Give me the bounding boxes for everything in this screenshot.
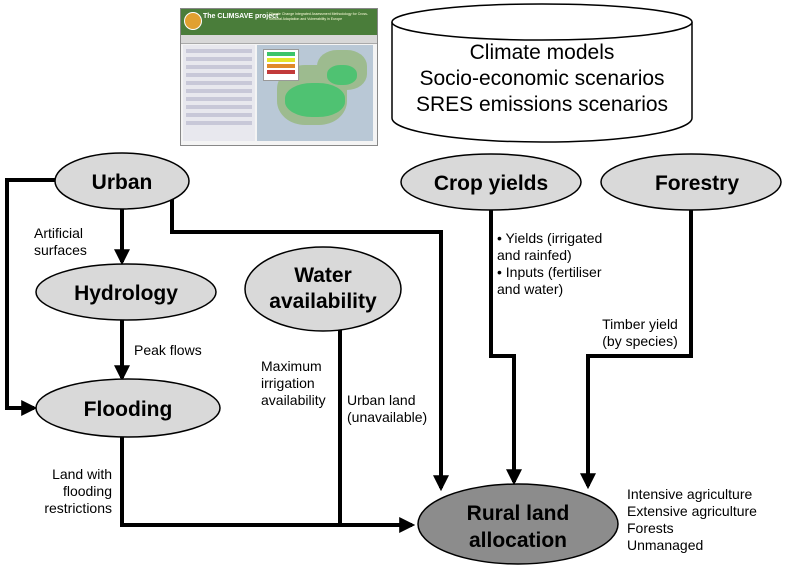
arrow-urban-flooding bbox=[5, 178, 55, 416]
node-rural-label-line2: allocation bbox=[469, 529, 567, 552]
node-hydrology bbox=[35, 263, 217, 321]
arrow-urban-rural bbox=[170, 198, 449, 492]
screenshot-subtitle: Climate Change Integrated Assessment Met… bbox=[269, 12, 369, 21]
data-source-cylinder bbox=[391, 3, 693, 143]
data-source-line: SRES emissions scenarios bbox=[415, 93, 669, 116]
screenshot-title: The CLIMSAVE project bbox=[203, 13, 279, 20]
screenshot-map-legend bbox=[263, 49, 299, 81]
node-forestry-label: Forestry bbox=[655, 172, 739, 195]
node-crop-label: Crop yields bbox=[434, 172, 548, 195]
climsave-screenshot: The CLIMSAVE project Climate Change Inte… bbox=[180, 8, 378, 146]
label-urban-land: Urban land (unavailable) bbox=[347, 392, 428, 425]
node-water-label-line2: availability bbox=[269, 290, 377, 313]
label-yields-inputs: • Yields (irrigated and rainfed) • Input… bbox=[497, 230, 603, 297]
node-hydrology-label: Hydrology bbox=[74, 282, 178, 305]
node-forestry bbox=[600, 153, 782, 211]
node-rural-label-line1: Rural land bbox=[467, 502, 570, 525]
arrow-forestry-rural bbox=[580, 210, 693, 490]
data-source-line: Socio-economic scenarios bbox=[419, 67, 665, 90]
label-timber-yield: Timber yield (by species) bbox=[602, 316, 678, 349]
screenshot-toolbar bbox=[181, 35, 377, 44]
node-urban bbox=[54, 152, 190, 210]
node-flooding-label: Flooding bbox=[84, 398, 173, 421]
node-water-availability bbox=[244, 246, 402, 332]
label-peak-flows: Peak flows bbox=[134, 342, 202, 358]
arrow-crop-rural bbox=[489, 210, 522, 486]
label-land-use-outputs: Intensive agriculture Extensive agricult… bbox=[627, 486, 757, 553]
label-land-with-flooding: Land with flooding restrictions bbox=[44, 466, 112, 516]
label-maximum-irrigation: Maximum irrigation availability bbox=[261, 358, 326, 408]
node-rural-land-allocation bbox=[417, 483, 619, 565]
node-crop-yields bbox=[400, 153, 582, 211]
screenshot-settings-panel bbox=[183, 45, 255, 141]
node-urban-label: Urban bbox=[92, 171, 153, 194]
node-water-label-line1: Water bbox=[294, 264, 352, 287]
screenshot-header: The CLIMSAVE project Climate Change Inte… bbox=[181, 9, 377, 35]
data-source-line: Climate models bbox=[469, 41, 615, 64]
climsave-logo-icon bbox=[184, 12, 202, 30]
data-source-text: Climate models Socio-economic scenarios … bbox=[392, 40, 692, 118]
arrow-flooding-rural bbox=[120, 437, 416, 533]
screenshot-europe-map bbox=[257, 45, 373, 141]
label-artificial-surfaces: Artificial surfaces bbox=[34, 225, 87, 258]
node-flooding bbox=[35, 378, 221, 438]
